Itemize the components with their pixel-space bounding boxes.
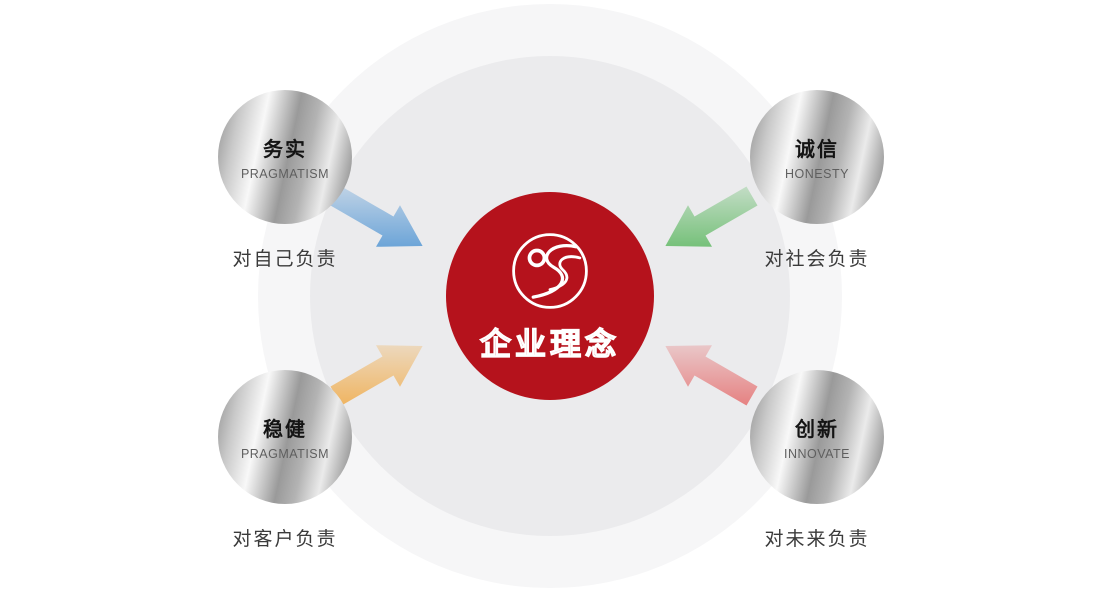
node-title-en: INNOVATE — [783, 447, 851, 461]
node-title-en: HONESTY — [785, 167, 849, 181]
node-title-cn: 稳健 — [263, 419, 307, 441]
node-pragmatism: 务实 PRAGMATISM 对自己负责 — [218, 90, 352, 271]
node-innovate: 创新 INNOVATE 对未来负责 — [750, 370, 884, 551]
node-caption: 对未来负责 — [764, 529, 870, 550]
node-steady: 稳健 PRAGMATISM 对客户负责 — [218, 370, 352, 551]
node-honesty-circle: 诚信 HONESTY — [750, 90, 884, 224]
node-caption: 对自己负责 — [232, 249, 338, 270]
node-title-en: PRAGMATISM — [240, 447, 330, 461]
node-caption: 对社会负责 — [764, 249, 870, 270]
company-logo-icon — [512, 232, 588, 309]
center-circle: 企业理念 — [446, 192, 654, 400]
node-title-cn: 创新 — [795, 419, 839, 441]
node-innovate-circle: 创新 INNOVATE — [750, 370, 884, 504]
node-title-cn: 诚信 — [795, 139, 839, 161]
node-pragmatism-circle: 务实 PRAGMATISM — [218, 90, 352, 224]
node-title-en: PRAGMATISM — [240, 167, 330, 181]
node-caption: 对客户负责 — [232, 529, 338, 550]
center-title: 企业理念 — [479, 326, 620, 362]
node-honesty: 诚信 HONESTY 对社会负责 — [750, 90, 884, 271]
node-title-cn: 务实 — [263, 139, 307, 161]
node-steady-circle: 稳健 PRAGMATISM — [218, 370, 352, 504]
